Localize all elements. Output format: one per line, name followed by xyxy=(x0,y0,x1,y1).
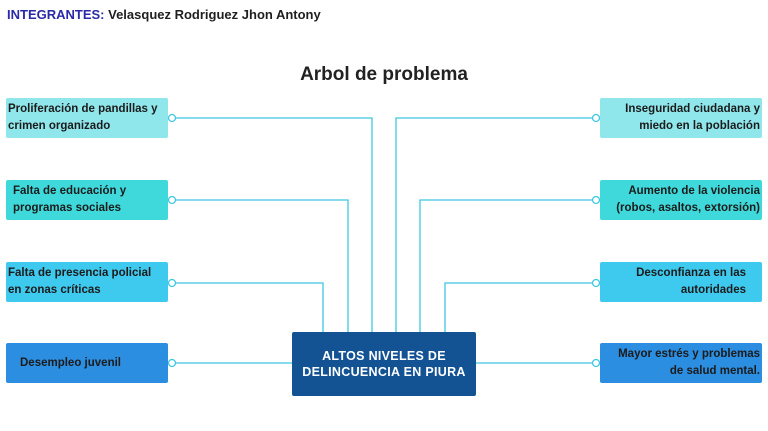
effect-box-3: Desconfianza en las autoridades xyxy=(600,262,762,302)
connector-effect-3 xyxy=(444,282,596,332)
connector-cause-1 xyxy=(172,117,373,332)
node-cause-4 xyxy=(167,358,177,368)
connector-effect-2 xyxy=(419,199,596,332)
node-effect-4 xyxy=(591,358,601,368)
node-cause-2 xyxy=(167,195,177,205)
cause-box-3: Falta de presencia policial en zonas crí… xyxy=(6,262,168,302)
effect-box-2: Aumento de la violencia (robos, asaltos,… xyxy=(600,180,762,220)
cause-box-1: Proliferación de pandillas y crimen orga… xyxy=(6,98,168,138)
connector-cause-3 xyxy=(172,282,324,332)
effect-box-4: Mayor estrés y problemas de salud mental… xyxy=(600,343,762,383)
diagram-title: Arbol de problema xyxy=(300,64,468,85)
node-effect-1 xyxy=(591,113,601,123)
members-names: Velasquez Rodriguez Jhon Antony xyxy=(108,7,321,22)
node-cause-3 xyxy=(167,278,177,288)
node-effect-3 xyxy=(591,278,601,288)
node-effect-2 xyxy=(591,195,601,205)
effect-box-1: Inseguridad ciudadana y miedo en la pobl… xyxy=(600,98,762,138)
cause-box-4: Desempleo juvenil xyxy=(6,343,168,383)
members-label: INTEGRANTES: xyxy=(7,7,105,22)
node-cause-1 xyxy=(167,113,177,123)
connector-effect-1 xyxy=(395,117,596,332)
connector-cause-2 xyxy=(172,199,349,332)
cause-box-2: Falta de educación y programas sociales xyxy=(6,180,168,220)
members-header: INTEGRANTES: Velasquez Rodriguez Jhon An… xyxy=(7,7,321,22)
central-problem-box: ALTOS NIVELES DE DELINCUENCIA EN PIURA xyxy=(292,332,476,396)
